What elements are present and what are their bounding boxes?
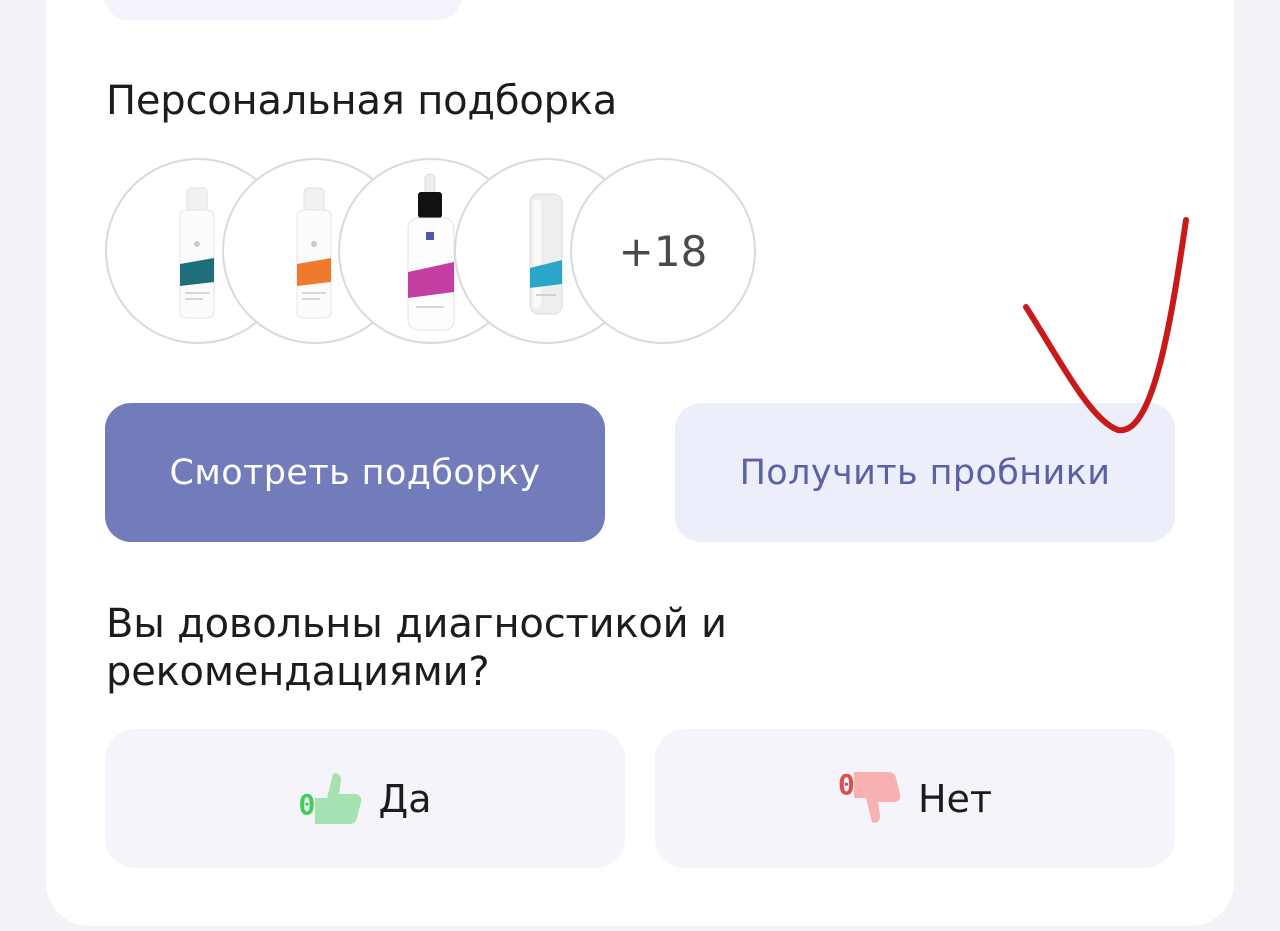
teal-spray-bottle-icon [179,187,215,319]
thumbs-down-icon: 0 [838,768,904,830]
blue-cream-tube-icon [529,193,563,315]
previous-section-button[interactable] [104,0,462,20]
no-label: Нет [917,776,993,821]
vote-yes-button[interactable]: 0 Да [105,729,625,868]
yes-label: Да [378,776,432,821]
pink-serum-dropper-icon [407,173,455,331]
yes-count: 0 [298,787,316,821]
view-selection-button[interactable]: Смотреть подборку [105,403,605,542]
orange-spray-bottle-icon [296,187,332,319]
vote-no-button[interactable]: 0 Нет [655,729,1175,868]
feedback-question: Вы довольны диагностикой и рекомендациям… [106,601,727,695]
product-preview-list[interactable]: +18 [105,158,765,346]
more-products-counter[interactable]: +18 [570,158,756,344]
no-count: 0 [837,767,855,801]
section-title: Персональная подборка [106,78,618,124]
thumbs-up-icon: 0 [299,768,365,830]
get-samples-button[interactable]: Получить пробники [675,403,1175,542]
